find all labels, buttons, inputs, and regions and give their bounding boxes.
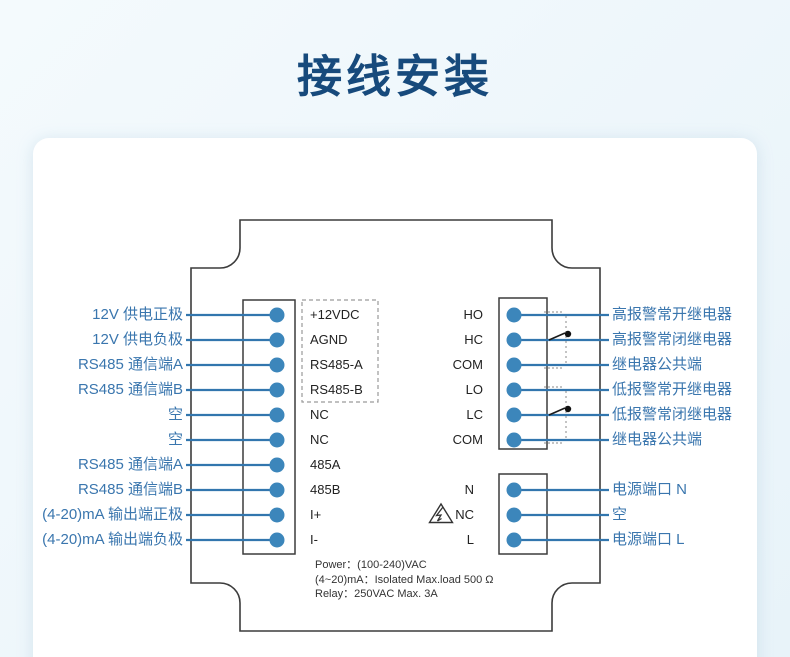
wire-label: 空	[167, 431, 183, 448]
pin-label: NC	[455, 507, 474, 522]
pin-label: +12VDC	[310, 307, 360, 322]
wire-label: RS485 通信端B	[77, 481, 183, 498]
pin-label: HC	[464, 332, 483, 347]
relay-contact-symbol-low	[544, 386, 572, 444]
wire-label: RS485 通信端A	[77, 456, 183, 473]
spec-relay: Relay：250VAC Max. 3A	[315, 588, 438, 600]
relay-contact-symbol-high	[544, 311, 572, 369]
pin-label: 485B	[310, 482, 341, 497]
wire-label: 电源端口 L	[612, 531, 685, 548]
spec-power: Power：(100-240)VAC	[315, 559, 427, 571]
pin-label: NC	[310, 432, 329, 447]
high-voltage-warning-icon	[428, 502, 454, 524]
wire-label: 低报警常开继电器	[612, 381, 733, 398]
wire-label: (4-20)mA 输出端正极	[42, 506, 183, 523]
pin-label: COM	[452, 357, 483, 372]
pin-label: LO	[465, 382, 483, 397]
pin-label: L	[466, 532, 474, 547]
power-signal-group-box	[301, 299, 379, 403]
pin-label: I-	[310, 532, 318, 547]
wire-label: RS485 通信端A	[77, 356, 183, 373]
wire-label: 电源端口 N	[612, 481, 688, 498]
power-terminal-dots	[506, 482, 522, 548]
wire-label: (4-20)mA 输出端负极	[42, 531, 183, 548]
wire-label: RS485 通信端B	[77, 381, 183, 398]
wire-label: 12V 供电负极	[92, 331, 183, 348]
wire-label: 继电器公共端	[612, 431, 703, 448]
wire-label: 12V 供电正极	[92, 306, 183, 323]
power-wires	[514, 488, 609, 542]
wire-label: 继电器公共端	[612, 356, 703, 373]
left-terminal-dots	[269, 307, 285, 548]
pin-label: RS485-B	[310, 382, 363, 397]
left-wires	[186, 313, 277, 542]
pin-label: NC	[310, 407, 329, 422]
pin-label: I+	[310, 507, 322, 522]
wire-label: 空	[612, 506, 628, 523]
pin-label: HO	[463, 307, 484, 322]
left-terminal-block	[242, 299, 296, 555]
page-title: 接线安装	[296, 51, 493, 102]
relay-wires	[514, 313, 609, 442]
wire-label: 高报警常开继电器	[612, 306, 733, 323]
wire-label: 高报警常闭继电器	[612, 331, 733, 348]
pin-label: 485A	[310, 457, 341, 472]
spec-output: (4~20)mA：Isolated Max.load 500 Ω	[315, 574, 494, 586]
pin-label: N	[464, 482, 474, 497]
wire-label: 低报警常闭继电器	[612, 406, 733, 423]
wire-label: 空	[167, 406, 183, 423]
relay-terminal-dots	[506, 307, 522, 448]
pin-label: AGND	[310, 332, 348, 347]
relay-terminal-block	[498, 297, 548, 450]
pin-label: RS485-A	[310, 357, 363, 372]
pin-label: LC	[466, 407, 483, 422]
pin-label: COM	[452, 432, 483, 447]
